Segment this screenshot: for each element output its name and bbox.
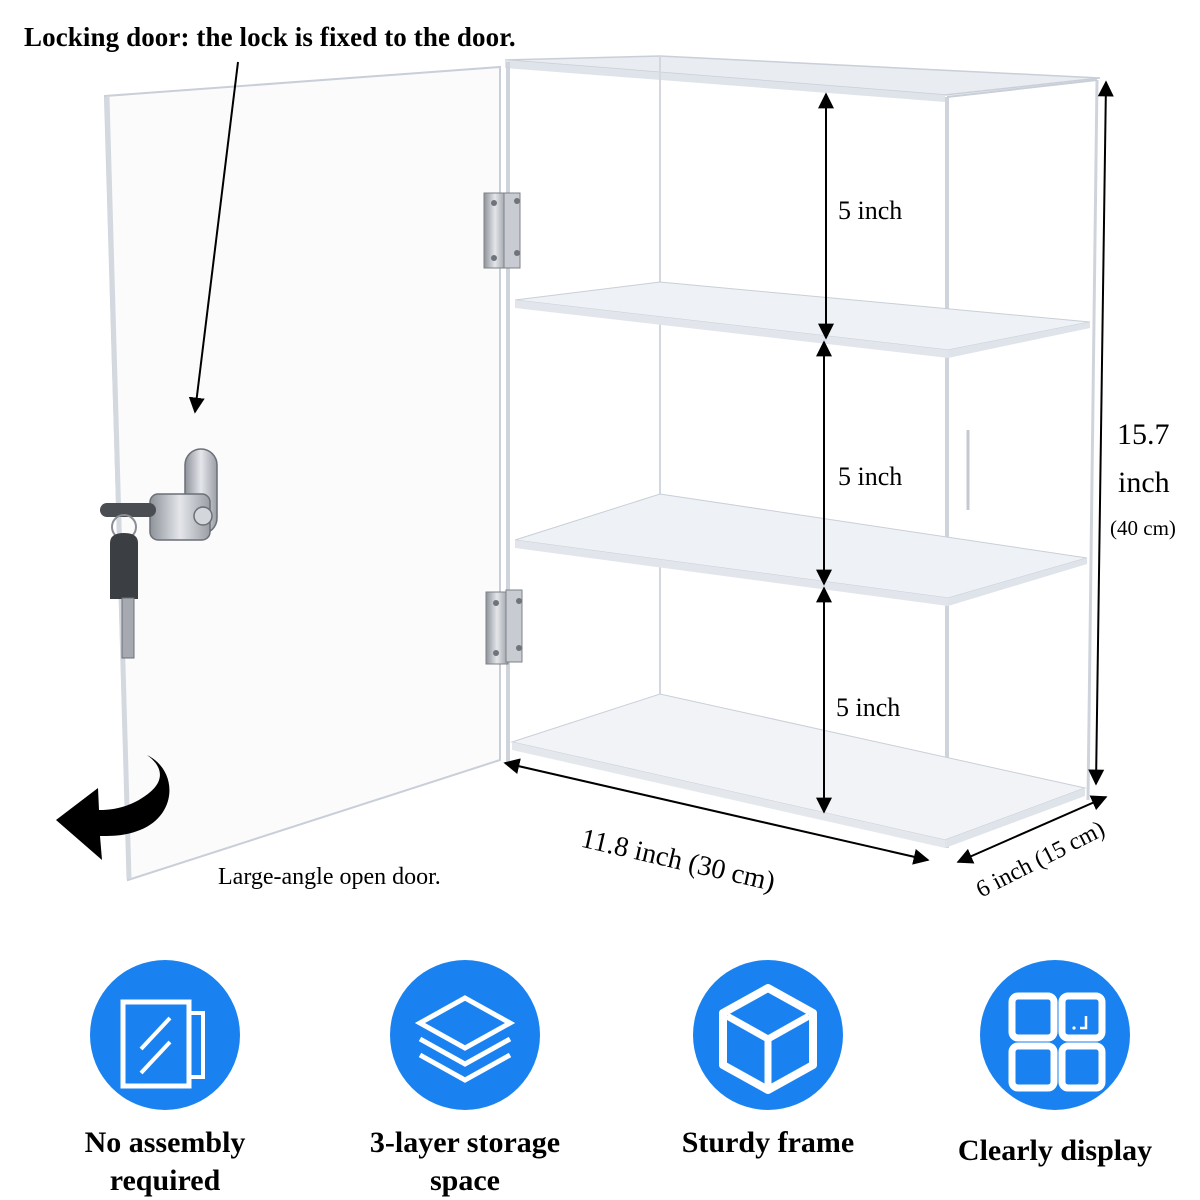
feature-label-line2: space bbox=[430, 1164, 500, 1197]
feature-label-line2: required bbox=[109, 1164, 221, 1197]
hinge-bottom bbox=[485, 589, 523, 665]
feature-label-line1: No assembly bbox=[84, 1126, 246, 1159]
hinge-top bbox=[483, 192, 521, 269]
door-caption: Large-angle open door. bbox=[218, 864, 441, 890]
feature-label: No assembly required bbox=[35, 1124, 295, 1200]
grid-display-icon bbox=[980, 960, 1130, 1110]
lock-callout-arrow bbox=[188, 61, 239, 414]
glass-panel-icon bbox=[90, 960, 240, 1110]
feature-label-line1: Clearly display bbox=[957, 1134, 1153, 1167]
total-height-unit: inch bbox=[1118, 466, 1170, 499]
feature-label-line1: Sturdy frame bbox=[681, 1126, 855, 1159]
acrylic-cabinet-illustration bbox=[56, 55, 1114, 882]
shelf-height-label-middle: 5 inch bbox=[838, 462, 903, 491]
total-height-value: 15.7 bbox=[1117, 418, 1170, 451]
key-icon bbox=[110, 514, 138, 659]
lock-icon bbox=[100, 448, 218, 541]
total-height-metric: (40 cm) bbox=[1110, 516, 1176, 540]
shelf-height-label-bottom: 5 inch bbox=[836, 693, 901, 722]
feature-three-layer: 3-layer storage space bbox=[335, 960, 595, 1200]
cabinet-door bbox=[103, 65, 501, 882]
cube-icon bbox=[693, 960, 843, 1110]
feature-label: 3-layer storage space bbox=[335, 1124, 595, 1200]
cabinet-body bbox=[504, 55, 1101, 848]
layers-icon bbox=[390, 960, 540, 1110]
lock-callout-title: Locking door: the lock is fixed to the d… bbox=[24, 22, 516, 52]
feature-label-line1: 3-layer storage bbox=[369, 1126, 561, 1159]
feature-label: Sturdy frame bbox=[638, 1124, 898, 1162]
dimension-arrows bbox=[503, 80, 1114, 865]
shelf-height-label-top: 5 inch bbox=[838, 196, 903, 225]
feature-sturdy-frame: Sturdy frame bbox=[638, 960, 898, 1162]
feature-label: Clearly display bbox=[925, 1132, 1185, 1170]
feature-no-assembly: No assembly required bbox=[35, 960, 295, 1200]
door-swing-arrow-icon bbox=[56, 755, 170, 860]
feature-clear-display: Clearly display bbox=[925, 960, 1185, 1170]
